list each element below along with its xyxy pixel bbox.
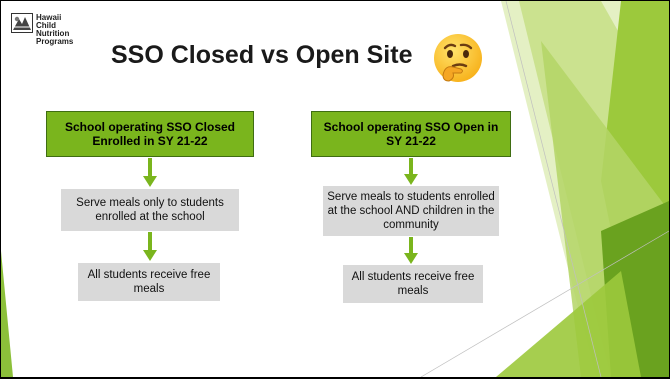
closed-site-step-2-text: All students receive free meals [87,269,211,295]
down-arrow-icon [143,232,157,261]
down-arrow-icon [404,158,418,185]
logo-line-3: Nutrition [36,29,70,38]
thinking-face-icon [434,34,482,82]
open-site-header: School operating SSO Open in SY 21-22 [311,111,511,157]
closed-site-header-text: School operating SSO Closed Enrolled in … [64,120,236,148]
open-site-header-text: School operating SSO Open in SY 21-22 [323,120,499,148]
logo-emblem-icon [11,13,33,33]
open-site-step-2-text: All students receive free meals [351,271,475,297]
open-site-step-1-text: Serve meals to students enrolled at the … [327,191,495,231]
logo-line-1: Hawaii [36,13,62,22]
closed-site-step-2: All students receive free meals [78,263,220,301]
closed-site-step-1-text: Serve meals only to students enrolled at… [76,197,224,223]
slide-title: SSO Closed vs Open Site [111,41,413,69]
open-site-step-1: Serve meals to students enrolled at the … [323,186,499,236]
logo-text: Hawaii Child Nutrition Programs [36,14,82,46]
down-arrow-icon [143,158,157,187]
closed-site-header: School operating SSO Closed Enrolled in … [46,111,254,157]
logo-line-4: Programs [36,37,74,46]
logo-line-2: Child [36,21,56,30]
closed-site-step-1: Serve meals only to students enrolled at… [61,189,239,231]
program-logo: Hawaii Child Nutrition Programs [11,13,91,59]
open-site-step-2: All students receive free meals [343,265,483,303]
down-arrow-icon [404,237,418,264]
